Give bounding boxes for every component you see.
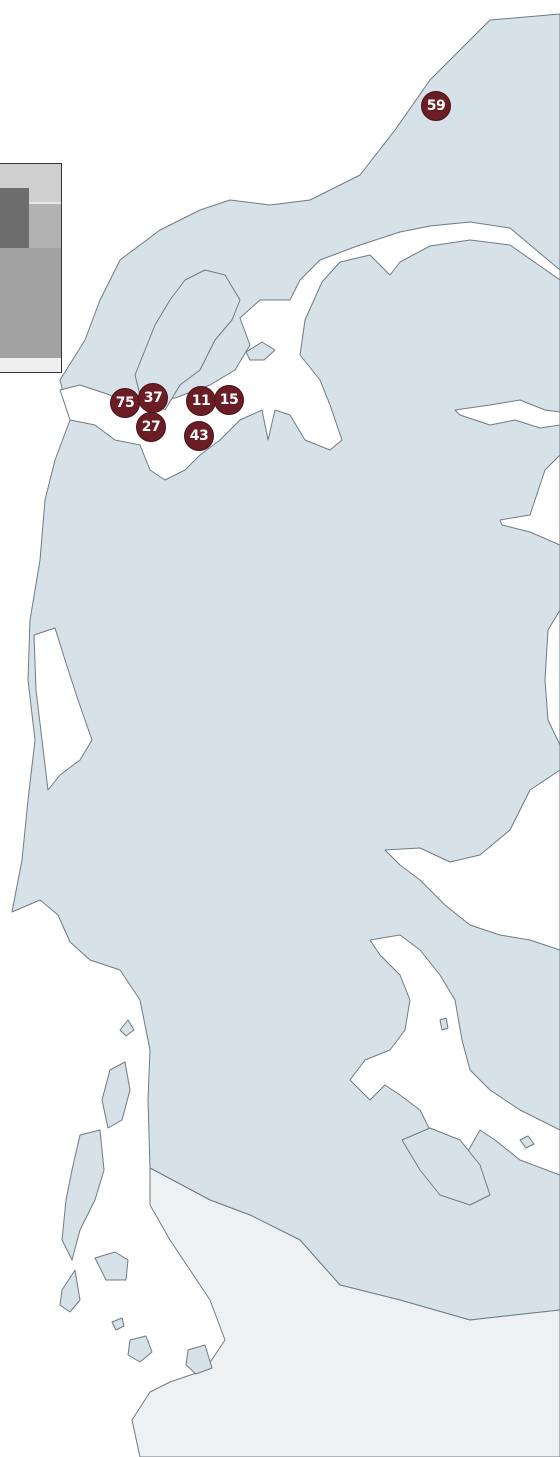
small-island-2 <box>519 1135 535 1149</box>
site-marker-37[interactable]: 37 <box>138 383 168 413</box>
wadden-island-amrum <box>111 1317 125 1331</box>
site-marker-15[interactable]: 15 <box>214 385 244 415</box>
small-island-1 <box>439 1017 449 1031</box>
site-marker-75[interactable]: 75 <box>110 388 140 418</box>
east-fjord-2 <box>499 454 560 546</box>
als-island <box>401 1127 491 1206</box>
wadden-island-fohr <box>94 1251 129 1281</box>
wadden-island-1 <box>119 1019 135 1037</box>
site-marker-43[interactable]: 43 <box>184 421 214 451</box>
wadden-island-fano <box>101 1061 131 1129</box>
site-marker-27[interactable]: 27 <box>136 412 166 442</box>
fjord-islet <box>245 341 276 361</box>
site-marker-11[interactable]: 11 <box>186 386 216 416</box>
wadden-island-sylt <box>59 1269 81 1313</box>
site-marker-59[interactable]: 59 <box>421 91 451 121</box>
east-fjord-3 <box>384 769 560 951</box>
building-photo <box>0 163 62 373</box>
wadden-island-pellworm <box>185 1344 213 1375</box>
neighbor-landmass <box>131 1167 560 1457</box>
wadden-island-hallig <box>127 1335 153 1363</box>
west-lagoon <box>33 627 93 791</box>
wadden-island-romo <box>61 1129 105 1261</box>
east-fjord-1 <box>454 399 560 429</box>
east-coast-bay <box>544 609 560 746</box>
fjord-island <box>134 269 241 411</box>
limfjord <box>59 221 560 481</box>
